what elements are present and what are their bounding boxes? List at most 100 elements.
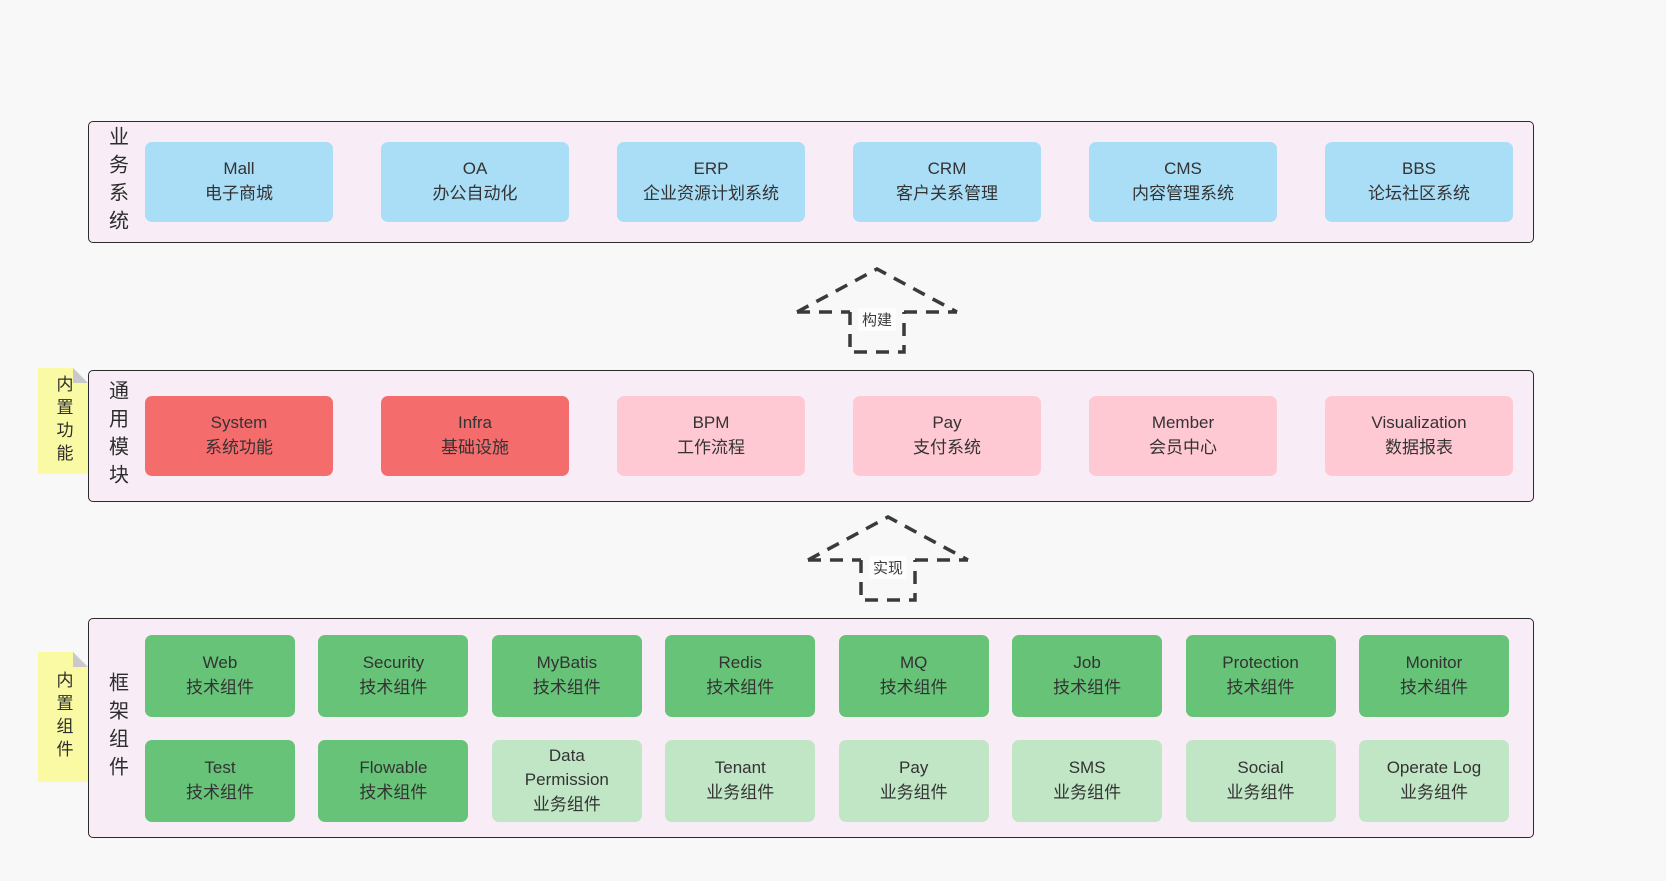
box-en-label: OA (462, 159, 488, 179)
box-cn-label: 客户关系管理 (896, 184, 998, 203)
box-en-label: Web (202, 652, 238, 672)
sticky-note-text: 内置组件 (53, 671, 73, 763)
sticky-note-builtin-components: 内置组件 (38, 652, 88, 782)
box-en-label: ERP (693, 159, 729, 179)
box-en-label: Security (362, 652, 425, 672)
box-en-label: Pay (932, 413, 962, 433)
box-test: Test 技术组件 (145, 739, 295, 822)
box-cn-label: 技术组件 (1226, 677, 1295, 697)
box-cn-label: 业务组件 (706, 782, 775, 802)
band-label-business-systems: 业务系统 (105, 126, 128, 238)
box-cn-label: 技术组件 (532, 677, 601, 697)
box-data-permission: Data Permission 业务组件 (491, 739, 642, 822)
box-protection: Protection 技术组件 (1185, 634, 1336, 717)
box-cn-label: 技术组件 (186, 677, 254, 697)
box-en-label: BPM (692, 413, 730, 433)
box-cn-label: 电子商城 (205, 184, 273, 203)
box-en-label: Redis (718, 652, 762, 672)
box-security: Security 技术组件 (318, 634, 469, 717)
box-en-label: BBS (1401, 159, 1437, 179)
box-member: Member 会员中心 (1089, 396, 1277, 476)
framework-components-row-2: Test 技术组件 Flowable 技术组件 Data Permission … (145, 739, 1509, 822)
band-business-systems: 业务系统 Mall 电子商城 OA 办公自动化 ERP 企业资源计划系统 CRM… (88, 121, 1534, 243)
box-cn-label: 工作流程 (677, 438, 745, 457)
box-cn-label: 技术组件 (359, 782, 428, 802)
box-en-label: CMS (1164, 159, 1202, 179)
box-cn-label: 业务组件 (532, 794, 601, 814)
box-mybatis: MyBatis 技术组件 (491, 634, 642, 717)
box-cn-label: 内容管理系统 (1132, 184, 1234, 203)
box-cn-label: 技术组件 (879, 677, 948, 697)
box-en-label: MyBatis (536, 652, 598, 672)
box-infra: Infra 基础设施 (381, 396, 569, 476)
dashed-up-arrow-icon (796, 267, 958, 354)
build-arrow-label: 构建 (857, 308, 897, 331)
box-mq: MQ 技术组件 (838, 634, 989, 717)
build-arrow: 构建 (789, 264, 965, 356)
box-pay-biz: Pay 业务组件 (838, 739, 989, 822)
box-monitor: Monitor 技术组件 (1358, 634, 1509, 717)
band-framework-components: 框架组件 Web 技术组件 Security 技术组件 MyBatis 技术组件… (88, 618, 1534, 838)
box-cn-label: 论坛社区系统 (1368, 184, 1470, 203)
box-tenant: Tenant 业务组件 (665, 739, 816, 822)
sticky-note-builtin-features: 内置功能 (38, 368, 88, 474)
box-en-label: Social (1237, 757, 1284, 777)
framework-components-rows: Web 技术组件 Security 技术组件 MyBatis 技术组件 Redi… (145, 619, 1533, 837)
box-cn-label: 支付系统 (913, 438, 981, 457)
box-redis: Redis 技术组件 (665, 634, 816, 717)
box-cn-label: 数据报表 (1385, 438, 1453, 457)
box-pay: Pay 支付系统 (853, 396, 1041, 476)
common-modules-row: System 系统功能 Infra 基础设施 BPM 工作流程 Pay 支付系统… (145, 371, 1533, 501)
box-cn-label: 技术组件 (186, 782, 254, 802)
box-flowable: Flowable 技术组件 (318, 739, 469, 822)
box-mall: Mall 电子商城 (145, 142, 333, 222)
box-cn-label: 业务组件 (879, 782, 948, 802)
box-crm: CRM 客户关系管理 (853, 142, 1041, 222)
box-en-label: Operate Log (1386, 757, 1482, 777)
sticky-note-text: 内置功能 (53, 375, 73, 467)
box-cms: CMS 内容管理系统 (1089, 142, 1277, 222)
box-oa: OA 办公自动化 (381, 142, 569, 222)
box-cn-label: 系统功能 (205, 438, 273, 457)
box-en-label: MQ (899, 652, 928, 672)
box-en-label: Visualization (1371, 413, 1467, 433)
box-en-label: Flowable (359, 757, 428, 777)
box-cn-label: 技术组件 (706, 677, 775, 697)
box-erp: ERP 企业资源计划系统 (617, 142, 805, 222)
framework-components-row-1: Web 技术组件 Security 技术组件 MyBatis 技术组件 Redi… (145, 634, 1509, 717)
box-web: Web 技术组件 (145, 634, 295, 717)
box-en-label: SMS (1068, 757, 1106, 777)
business-systems-row: Mall 电子商城 OA 办公自动化 ERP 企业资源计划系统 CRM 客户关系… (145, 122, 1533, 242)
box-en-label: Tenant (714, 757, 766, 777)
box-cn-label: 企业资源计划系统 (643, 184, 779, 203)
box-cn-label: 会员中心 (1149, 438, 1217, 457)
box-en-label: Infra (457, 413, 493, 433)
box-cn-label: 办公自动化 (432, 184, 518, 203)
box-bbs: BBS 论坛社区系统 (1325, 142, 1513, 222)
box-en-label: Mall (223, 159, 255, 179)
box-visualization: Visualization 数据报表 (1325, 396, 1513, 476)
box-cn-label: 业务组件 (1226, 782, 1295, 802)
box-job: Job 技术组件 (1012, 634, 1163, 717)
box-system: System 系统功能 (145, 396, 333, 476)
band-common-modules: 通用模块 System 系统功能 Infra 基础设施 BPM 工作流程 Pay… (88, 370, 1534, 502)
box-bpm: BPM 工作流程 (617, 396, 805, 476)
band-label-common-modules: 通用模块 (105, 380, 128, 492)
box-cn-label: 业务组件 (1399, 782, 1468, 802)
box-cn-label: 技术组件 (359, 677, 428, 697)
box-cn-label: 业务组件 (1053, 782, 1122, 802)
implement-arrow: 实现 (800, 512, 976, 604)
box-en-label: Monitor (1405, 652, 1463, 672)
box-en-label: Pay (899, 757, 929, 777)
band-label-framework-components: 框架组件 (105, 672, 128, 784)
box-cn-label: 基础设施 (441, 438, 509, 457)
implement-arrow-label: 实现 (868, 556, 908, 579)
dashed-up-arrow-icon (807, 515, 969, 602)
box-en-label: Protection (1222, 652, 1299, 672)
box-cn-label: 技术组件 (1399, 677, 1468, 697)
box-en-label: System (210, 413, 268, 433)
box-en-label: Data Permission (524, 745, 609, 790)
box-operate-log: Operate Log 业务组件 (1358, 739, 1509, 822)
box-sms: SMS 业务组件 (1012, 739, 1163, 822)
box-en-label: Test (204, 757, 236, 777)
